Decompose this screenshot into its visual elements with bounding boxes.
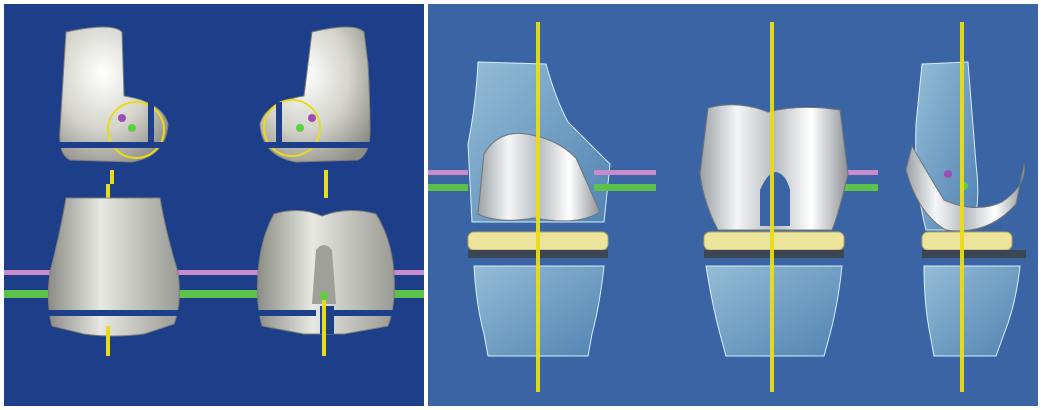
femur-anterior-view-right: [256, 184, 396, 356]
point-green-right: [296, 124, 304, 132]
implant-construct-oblique: [468, 22, 616, 392]
femur-anterior-view-left: [48, 184, 184, 356]
polyethylene-insert-sagittal: [922, 232, 1012, 250]
implant-alignment-panel: [428, 4, 1038, 406]
femur-distal-view-left: [58, 27, 168, 184]
femur-planning-panel: [4, 4, 424, 406]
implant-construct-sagittal: [906, 22, 1026, 392]
point-purple-left: [118, 114, 126, 122]
implant-alignment-svg: [428, 4, 1038, 406]
femur-distal-view-right: [260, 27, 370, 184]
point-green-left: [128, 124, 136, 132]
point-purple-right: [308, 114, 316, 122]
implant-construct-anterior: [700, 22, 848, 392]
femur-planning-svg: [4, 4, 424, 406]
